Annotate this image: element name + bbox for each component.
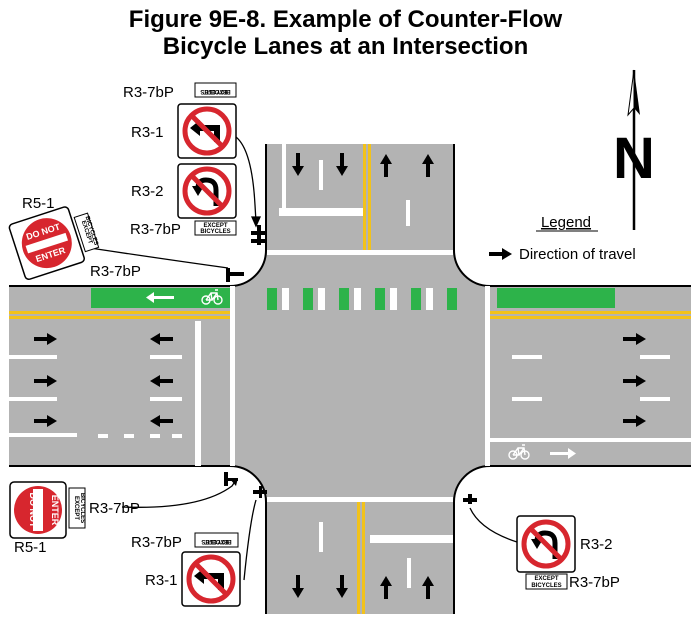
plaque-br-line1: EXCEPT — [534, 576, 558, 582]
title-line-2: Bicycle Lanes at an Intersection — [162, 33, 529, 60]
sign-r3-1-bottom — [181, 551, 241, 607]
bike-lane-arrow-left — [146, 292, 174, 303]
label-r3-2-bottom: R3-2 — [580, 536, 613, 553]
sign-r5-1-bottom: DO NOT ENTER EXCEPT BICYCLES — [9, 481, 86, 539]
label-r3-1-bottom: R3-1 — [145, 572, 178, 589]
yellow-center-lines — [9, 144, 691, 614]
plaque-top-inverted: EXCEPT BICYCLES — [194, 82, 237, 98]
north-arrow: N — [613, 69, 655, 230]
legend-item: Direction of travel — [519, 246, 636, 263]
sign-r5-1-top: DO NOT ENTER EXCEPT BICYCLES — [8, 206, 100, 281]
plaque-bottom-inverted: EXCEPT BICYCLES — [194, 532, 239, 548]
bike-lane-arrow-right — [550, 448, 576, 459]
plaque-bot-line1: EXCEPT — [204, 538, 228, 544]
figure-title: Figure 9E-8. Example of Counter-Flow Bic… — [0, 6, 691, 60]
north-label: N — [613, 126, 655, 191]
label-r3-7bp-r5-top: R3-7bP — [90, 263, 141, 280]
dne-bottom-line2: ENTER — [50, 495, 60, 526]
label-r3-7bp-top: R3-7bP — [123, 84, 174, 101]
leader-lines — [89, 136, 518, 581]
plaque-bottom-right: EXCEPT BICYCLES — [525, 573, 568, 590]
plaque-top2-line2: BICYCLES — [200, 229, 230, 235]
legend: Legend Direction of travel — [489, 214, 636, 263]
label-r3-7bp-r5-bottom: R3-7bP — [89, 500, 140, 517]
sign-r3-1-top — [177, 103, 237, 159]
dne-bottom-line1: DO NOT — [28, 493, 38, 529]
curb-lines — [9, 144, 691, 614]
label-r3-7bp-bottom-right: R3-7bP — [569, 574, 620, 591]
plaque-r5-bottom-line2: BICYCLES — [79, 493, 85, 523]
label-r3-7bp-bottom: R3-7bP — [131, 534, 182, 551]
plaque-top2-line1: EXCEPT — [203, 223, 227, 229]
plaque-top-line2: BICYCLES — [200, 88, 230, 94]
legend-heading: Legend — [541, 214, 591, 231]
plaque-r5-bottom-line1: EXCEPT — [73, 496, 79, 520]
label-r5-1-top: R5-1 — [22, 195, 55, 212]
title-line-1: Figure 9E-8. Example of Counter-Flow — [128, 6, 563, 33]
counter-flow-bike-lane-east — [497, 288, 615, 308]
label-r3-1-top: R3-1 — [131, 124, 164, 141]
label-r3-2-top: R3-2 — [131, 183, 164, 200]
sign-r3-2-bottom — [516, 515, 576, 573]
plaque-top-below: EXCEPT BICYCLES — [194, 220, 237, 236]
label-r3-7bp-top2: R3-7bP — [130, 221, 181, 238]
white-lane-markings — [9, 144, 691, 588]
plaque-br-line2: BICYCLES — [531, 583, 561, 589]
sign-post-markers — [224, 225, 477, 504]
plaque-top-line1: EXCEPT — [203, 88, 227, 94]
crosswalk-bike-markings — [267, 288, 457, 310]
plaque-bot-line2: BICYCLES — [201, 538, 231, 544]
label-r5-1-bottom: R5-1 — [14, 539, 47, 556]
sign-r3-2-top — [177, 163, 237, 219]
